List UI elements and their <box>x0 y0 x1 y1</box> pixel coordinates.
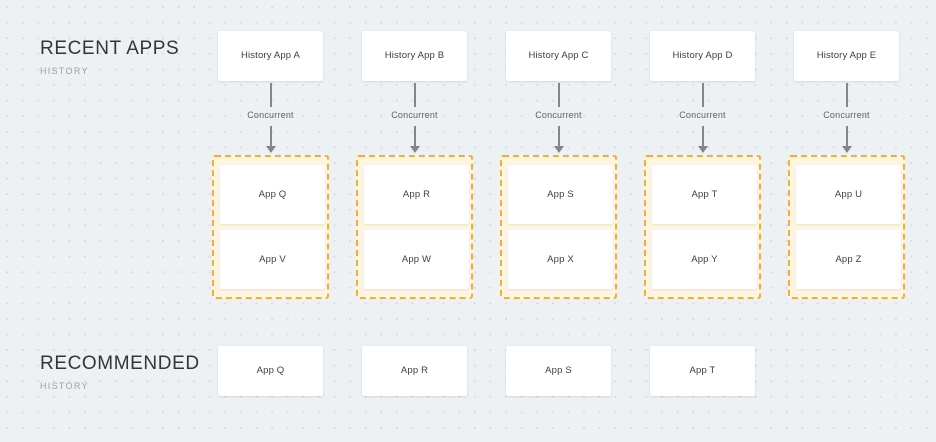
card-label: App U <box>834 188 863 200</box>
connector-arrow: Concurrent <box>794 81 899 155</box>
card-label: App Q <box>256 365 285 376</box>
arrow-down-icon <box>697 146 708 153</box>
recommended-app-card[interactable]: App S <box>506 346 611 396</box>
connector-line-icon <box>413 83 416 107</box>
concurrent-group[interactable]: App T App Y <box>644 155 761 299</box>
connector-line-icon <box>269 126 272 148</box>
arrow-down-icon <box>409 146 420 153</box>
connector-arrow: Concurrent <box>506 81 611 155</box>
recommended-app-card[interactable]: App Q <box>218 346 323 396</box>
app-card[interactable]: App R <box>364 165 469 224</box>
card-label: History App E <box>816 50 877 61</box>
app-card[interactable]: App Q <box>220 165 325 224</box>
card-label: App R <box>400 365 429 376</box>
card-label: App S <box>547 188 574 200</box>
connector-label: Concurrent <box>679 110 726 120</box>
concurrent-group[interactable]: App Q App V <box>212 155 329 299</box>
connector-label: Concurrent <box>391 110 438 120</box>
recommended-app-card[interactable]: App R <box>362 346 467 396</box>
connector-label: Concurrent <box>247 110 294 120</box>
app-card[interactable]: App W <box>364 230 469 289</box>
page-title: RECENT APPS <box>40 38 180 59</box>
section-heading-recent-apps: RECENT APPS HISTORY <box>40 38 179 77</box>
connector-line-icon <box>845 83 848 107</box>
history-app-card[interactable]: History App B <box>362 31 467 81</box>
card-label: History App A <box>241 50 300 61</box>
card-label: History App D <box>672 50 733 61</box>
app-card[interactable]: App S <box>508 165 613 224</box>
connector-label: Concurrent <box>823 110 870 120</box>
connector-line-icon <box>269 83 272 107</box>
card-label: App Z <box>835 253 862 265</box>
card-label: App T <box>689 365 716 376</box>
connector-label: Concurrent <box>535 110 582 120</box>
card-label: App X <box>547 253 574 265</box>
history-app-card[interactable]: History App A <box>218 31 323 81</box>
card-label: App T <box>691 188 718 200</box>
connector-arrow: Concurrent <box>362 81 467 155</box>
section-title: RECOMMENDED <box>40 353 200 374</box>
app-card[interactable]: App X <box>508 230 613 289</box>
arrow-down-icon <box>553 146 564 153</box>
connector-line-icon <box>413 126 416 148</box>
card-label: App V <box>259 253 286 265</box>
connector-arrow: Concurrent <box>650 81 755 155</box>
app-card[interactable]: App T <box>652 165 757 224</box>
connector-line-icon <box>557 126 560 148</box>
concurrent-group[interactable]: App R App W <box>356 155 473 299</box>
card-label: App S <box>545 365 572 376</box>
connector-line-icon <box>701 83 704 107</box>
section-heading-recommended: RECOMMENDED HISTORY <box>40 353 200 392</box>
card-label: History App C <box>528 50 589 61</box>
card-label: App Q <box>258 188 287 200</box>
history-app-card[interactable]: History App D <box>650 31 755 81</box>
card-label: App W <box>401 253 432 265</box>
card-label: App R <box>402 188 431 200</box>
concurrent-group[interactable]: App S App X <box>500 155 617 299</box>
connector-arrow: Concurrent <box>218 81 323 155</box>
arrow-down-icon <box>841 146 852 153</box>
recommended-app-card[interactable]: App T <box>650 346 755 396</box>
connector-line-icon <box>701 126 704 148</box>
connector-line-icon <box>845 126 848 148</box>
card-label: App Y <box>691 253 718 265</box>
concurrent-group[interactable]: App U App Z <box>788 155 905 299</box>
app-card[interactable]: App V <box>220 230 325 289</box>
app-card[interactable]: App U <box>796 165 901 224</box>
connector-line-icon <box>557 83 560 107</box>
app-card[interactable]: App Z <box>796 230 901 289</box>
section-subtitle: HISTORY <box>40 381 89 391</box>
history-app-card[interactable]: History App E <box>794 31 899 81</box>
arrow-down-icon <box>265 146 276 153</box>
section-subtitle: HISTORY <box>40 66 89 76</box>
app-card[interactable]: App Y <box>652 230 757 289</box>
history-app-card[interactable]: History App C <box>506 31 611 81</box>
card-label: History App B <box>384 50 445 61</box>
